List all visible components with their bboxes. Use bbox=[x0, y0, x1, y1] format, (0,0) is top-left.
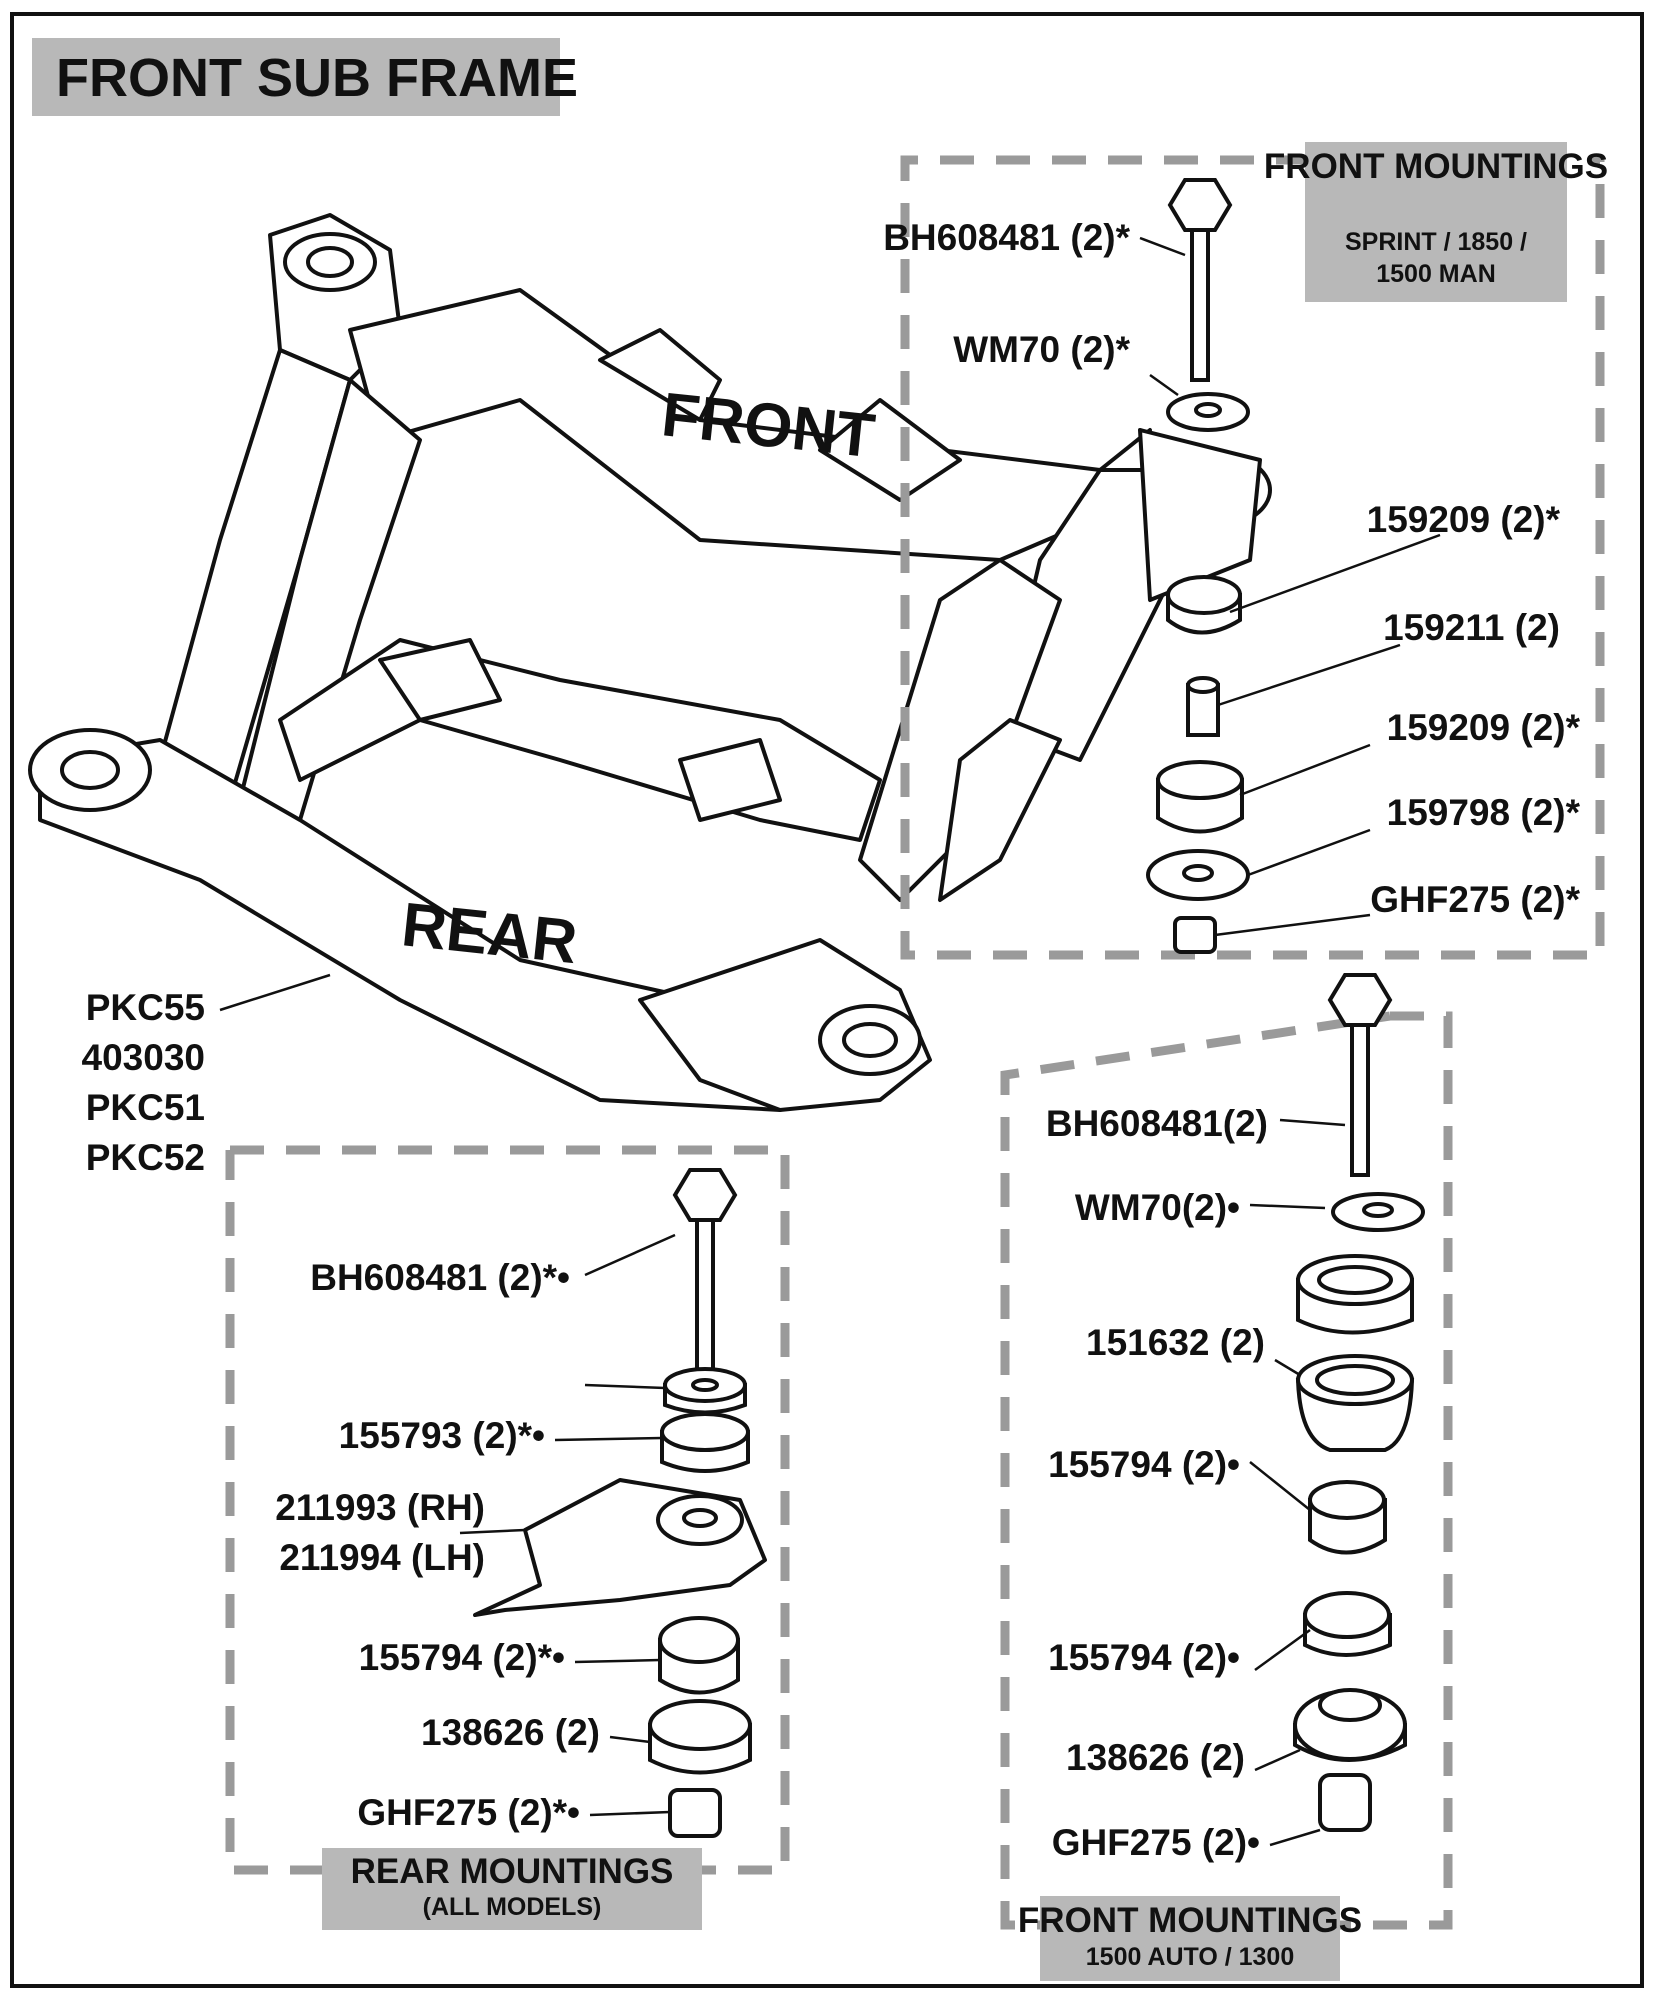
front-mountings-auto-title: FRONT MOUNTINGS bbox=[1018, 1901, 1362, 1940]
part-label: GHF275 (2)*• bbox=[357, 1792, 580, 1833]
part-label: BH608481(2) bbox=[1046, 1103, 1268, 1144]
front-mountings-auto-parts: BH608481(2) WM70(2)• 151632 (2) 155794 (… bbox=[1046, 973, 1425, 1863]
front-mountings-man-subtitle: SPRINT / 1850 / bbox=[1345, 228, 1527, 256]
rear-mountings-title-box: REAR MOUNTINGS (ALL MODELS) bbox=[322, 1848, 702, 1930]
part-label: GHF275 (2)• bbox=[1052, 1822, 1260, 1863]
rear-mountings-parts: BH608481 (2)*• 155793 (2)*• 211993 (RH) … bbox=[275, 1168, 767, 1838]
rear-mountings-subtitle: (ALL MODELS) bbox=[423, 1893, 602, 1921]
part-label: 159211 (2) bbox=[1383, 607, 1560, 648]
front-mountings-man-subtitle: 1500 MAN bbox=[1376, 260, 1496, 288]
part-label: PKC52 bbox=[86, 1137, 205, 1178]
part-label: 159209 (2)* bbox=[1367, 499, 1561, 540]
front-mountings-auto-title-box: FRONT MOUNTINGS 1500 AUTO / 1300 bbox=[1018, 1896, 1362, 1981]
part-label: 155794 (2)• bbox=[1048, 1444, 1240, 1485]
front-mountings-man-title: FRONT MOUNTINGS bbox=[1264, 147, 1608, 186]
page-title: FRONT SUB FRAME bbox=[56, 48, 578, 108]
part-label: 155794 (2)• bbox=[1048, 1637, 1240, 1678]
outer-border bbox=[10, 12, 1644, 1988]
part-label: 138626 (2) bbox=[1066, 1737, 1245, 1778]
part-label: GHF275 (2)* bbox=[1370, 879, 1580, 920]
front-mountings-auto-subtitle: 1500 AUTO / 1300 bbox=[1086, 1943, 1294, 1971]
part-label: 155794 (2)*• bbox=[359, 1637, 565, 1678]
part-label: BH608481 (2)* bbox=[883, 217, 1130, 258]
part-label: PKC55 bbox=[86, 987, 205, 1028]
subframe-drawing bbox=[28, 213, 1272, 1112]
subframe-part-list: PKC55 403030 PKC51 PKC52 bbox=[82, 973, 331, 1178]
part-label: 403030 bbox=[82, 1037, 205, 1078]
rear-mountings-border bbox=[225, 1145, 790, 1875]
part-label: 138626 (2) bbox=[421, 1712, 600, 1753]
part-label: 211993 (RH) bbox=[275, 1487, 485, 1528]
part-label: WM70 (2)* bbox=[953, 329, 1130, 370]
part-label: BH608481 (2)*• bbox=[310, 1257, 570, 1298]
title-box: FRONT SUB FRAME bbox=[32, 38, 578, 116]
front-mountings-man-title-box: FRONT MOUNTINGS SPRINT / 1850 / 1500 MAN bbox=[1264, 142, 1608, 302]
front-mountings-man-border bbox=[900, 155, 1605, 960]
front-mountings-man-parts: BH608481 (2)* WM70 (2)* 159209 (2)* 1592… bbox=[883, 178, 1581, 954]
rear-mountings-title: REAR MOUNTINGS bbox=[351, 1852, 674, 1891]
part-label: WM70(2)• bbox=[1075, 1187, 1240, 1228]
part-label: 159209 (2)* bbox=[1387, 707, 1581, 748]
part-label: 155793 (2)*• bbox=[339, 1415, 545, 1456]
part-label: 211994 (LH) bbox=[279, 1537, 485, 1578]
part-label: 151632 (2) bbox=[1086, 1322, 1265, 1363]
part-label: 159798 (2)* bbox=[1387, 792, 1581, 833]
part-label: PKC51 bbox=[86, 1087, 205, 1128]
